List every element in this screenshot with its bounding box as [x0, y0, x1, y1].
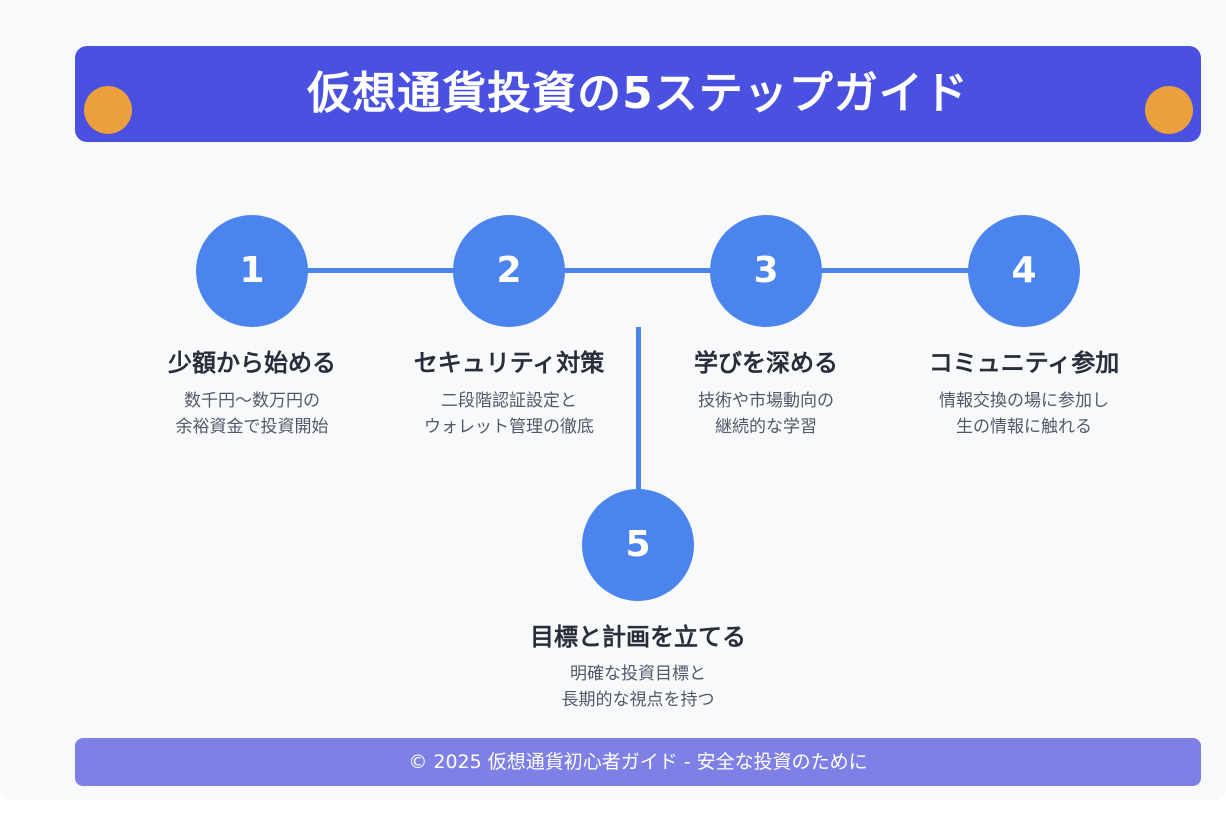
infographic-canvas: 仮想通貨投資の5ステップガイド 1 少額から始める 数千円〜数万円の 余裕資金で… — [75, 46, 1201, 786]
step-3-circle: 3 — [710, 215, 822, 327]
page-title: 仮想通貨投資の5ステップガイド — [307, 68, 969, 119]
step-5-desc-line-1: 明確な投資目標と — [570, 664, 706, 684]
step-2-title: セキュリティ対策 — [413, 349, 605, 377]
step-2-desc-line-1: 二段階認証設定と — [441, 391, 577, 411]
step-4-desc-line-1: 情報交換の場に参加し — [939, 391, 1109, 411]
step-2-desc-line-2: ウォレット管理の徹底 — [424, 417, 594, 437]
step-2-circle: 2 — [453, 215, 565, 327]
step-3-description: 技術や市場動向の 継続的な学習 — [646, 388, 886, 440]
step-4-description: 情報交換の場に参加し 生の情報に触れる — [904, 388, 1144, 440]
connector-line-horizontal — [252, 268, 1024, 273]
step-3-title: 学びを深める — [694, 349, 838, 377]
step-1-desc-line-1: 数千円〜数万円の — [184, 391, 320, 411]
step-4-circle: 4 — [968, 215, 1080, 327]
footer-banner: © 2025 仮想通貨初心者ガイド - 安全な投資のために — [75, 738, 1201, 786]
step-1-desc-line-2: 余裕資金で投資開始 — [175, 417, 329, 437]
connector-line-vertical — [636, 327, 641, 492]
step-4-desc-line-2: 生の情報に触れる — [956, 417, 1092, 437]
step-5-circle: 5 — [582, 489, 694, 601]
step-5-desc-line-2: 長期的な視点を持つ — [561, 690, 715, 710]
header-banner: 仮想通貨投資の5ステップガイド — [75, 46, 1201, 142]
step-1-circle: 1 — [196, 215, 308, 327]
step-5-title: 目標と計画を立てる — [530, 623, 746, 651]
step-2-description: 二段階認証設定と ウォレット管理の徹底 — [389, 388, 629, 440]
step-1-title: 少額から始める — [168, 349, 336, 377]
step-1-description: 数千円〜数万円の 余裕資金で投資開始 — [132, 388, 372, 440]
step-3-desc-line-2: 継続的な学習 — [715, 417, 817, 437]
step-5-description: 明確な投資目標と 長期的な視点を持つ — [518, 661, 758, 713]
decorative-dot-right — [1145, 86, 1193, 134]
decorative-dot-left — [84, 86, 132, 134]
step-4-title: コミュニティ参加 — [928, 349, 1120, 377]
step-3-desc-line-1: 技術や市場動向の — [698, 391, 834, 411]
